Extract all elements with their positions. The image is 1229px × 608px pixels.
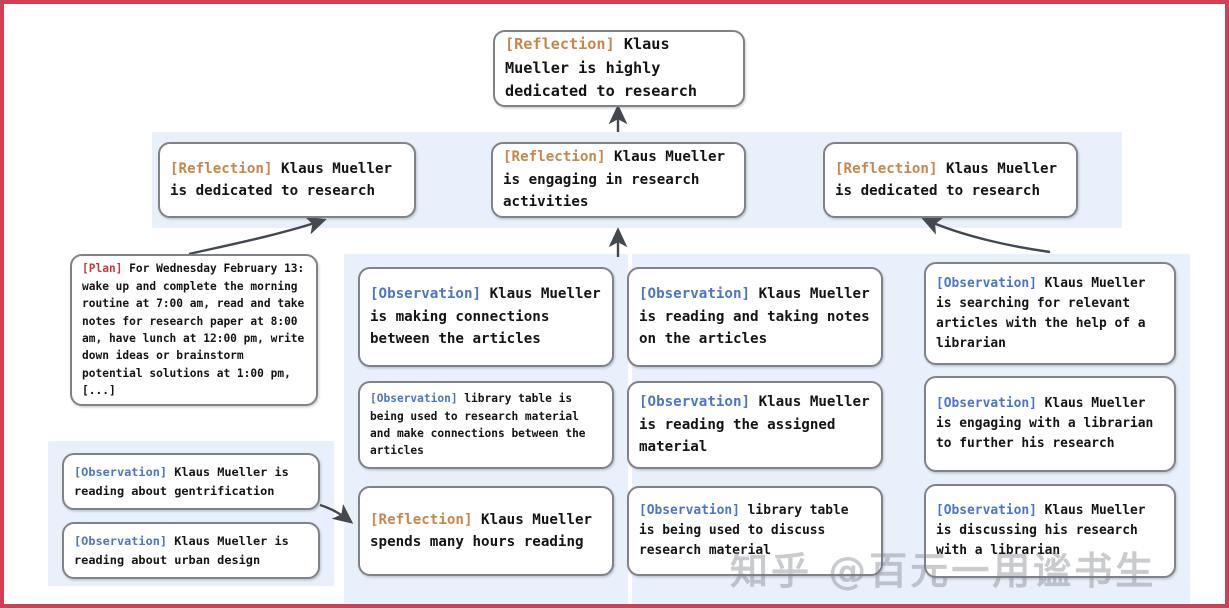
reflection-3-body: Klaus Mueller is dedicated to research xyxy=(835,160,1066,199)
column-two-3-text: [Observation] library table is being use… xyxy=(629,501,881,561)
column-three-1-text: [Observation] Klaus Mueller is searching… xyxy=(926,274,1174,354)
column-two-3-body: library table is being used to discuss r… xyxy=(639,503,857,558)
column-one-node-1[interactable]: [Observation] Klaus Mueller is making co… xyxy=(358,267,614,367)
column-two-2-text: [Observation] Klaus Mueller is reading t… xyxy=(629,391,881,458)
reflection-tag: [Reflection] xyxy=(170,160,273,177)
column-one-1-body: Klaus Mueller is making connections betw… xyxy=(370,286,610,348)
reflection-node-3[interactable]: [Reflection] Klaus Mueller is dedicated … xyxy=(823,142,1078,218)
column-three-3-body: Klaus Mueller is discussing his research… xyxy=(936,503,1154,558)
left-observation-1-body: Klaus Mueller is reading about gentrific… xyxy=(74,465,296,498)
root-reflection-node[interactable]: [Reflection] Klaus Mueller is highly ded… xyxy=(493,30,745,107)
observation-tag: [Observation] xyxy=(936,275,1037,291)
column-two-1-text: [Observation] Klaus Mueller is reading a… xyxy=(629,283,881,350)
observation-tag: [Observation] xyxy=(639,503,740,518)
column-three-node-2[interactable]: [Observation] Klaus Mueller is engaging … xyxy=(924,376,1176,472)
reflection-node-1[interactable]: [Reflection] Klaus Mueller is dedicated … xyxy=(158,142,416,218)
observation-tag: [Observation] xyxy=(370,286,482,303)
column-three-node-1[interactable]: [Observation] Klaus Mueller is searching… xyxy=(924,262,1176,365)
reflection-tag: [Reflection] xyxy=(835,160,938,177)
reflection-node-2[interactable]: [Reflection] Klaus Mueller is engaging i… xyxy=(491,142,746,218)
observation-tag: [Observation] xyxy=(639,286,751,303)
column-three-2-body: Klaus Mueller is engaging with a librari… xyxy=(936,396,1162,451)
left-observation-2-body: Klaus Mueller is reading about urban des… xyxy=(74,534,296,567)
root-reflection-body: Klaus Mueller is highly dedicated to res… xyxy=(505,35,698,101)
plan-body: For Wednesday February 13: wake up and c… xyxy=(82,262,312,398)
column-one-3-text: [Reflection] Klaus Mueller spends many h… xyxy=(360,509,612,554)
reflection-tag: [Reflection] xyxy=(503,149,606,166)
column-two-node-1[interactable]: [Observation] Klaus Mueller is reading a… xyxy=(627,267,883,367)
column-three-1-body: Klaus Mueller is searching for relevant … xyxy=(936,275,1154,351)
reflection-2-body: Klaus Mueller is engaging in research ac… xyxy=(503,149,734,211)
observation-tag: [Observation] xyxy=(74,465,168,480)
reflection-3-text: [Reflection] Klaus Mueller is dedicated … xyxy=(825,158,1076,203)
observation-tag: [Observation] xyxy=(936,503,1037,518)
column-three-2-text: [Observation] Klaus Mueller is engaging … xyxy=(926,394,1174,454)
observation-tag: [Observation] xyxy=(74,534,168,549)
column-two-2-body: Klaus Mueller is reading the assigned ma… xyxy=(639,394,879,456)
observation-tag: [Observation] xyxy=(936,396,1037,411)
root-reflection-text: [Reflection] Klaus Mueller is highly ded… xyxy=(495,33,743,104)
column-one-1-text: [Observation] Klaus Mueller is making co… xyxy=(360,283,612,350)
left-observation-2-text: [Observation] Klaus Mueller is reading a… xyxy=(64,532,318,569)
column-one-node-3[interactable]: [Reflection] Klaus Mueller spends many h… xyxy=(358,486,614,576)
observation-tag: [Observation] xyxy=(639,394,751,411)
column-one-node-2[interactable]: [Observation] library table is being use… xyxy=(358,381,614,469)
column-one-2-text: [Observation] library table is being use… xyxy=(360,390,612,460)
column-three-3-text: [Observation] Klaus Mueller is discussin… xyxy=(926,501,1174,561)
reflection-tag: [Reflection] xyxy=(505,35,615,54)
plan-node[interactable]: [Plan] For Wednesday February 13: wake u… xyxy=(70,254,318,406)
column-one-3-body: Klaus Mueller spends many hours reading xyxy=(370,511,601,550)
column-two-1-body: Klaus Mueller is reading and taking note… xyxy=(639,286,879,348)
plan-tag: [Plan] xyxy=(82,262,123,276)
plan-text: [Plan] For Wednesday February 13: wake u… xyxy=(72,260,316,399)
left-observation-node-2[interactable]: [Observation] Klaus Mueller is reading a… xyxy=(62,522,320,579)
observation-tag: [Observation] xyxy=(370,392,458,406)
column-one-2-body: library table is being used to research … xyxy=(370,392,593,458)
reflection-1-body: Klaus Mueller is dedicated to research xyxy=(170,160,401,199)
column-two-node-2[interactable]: [Observation] Klaus Mueller is reading t… xyxy=(627,381,883,469)
column-three-node-3[interactable]: [Observation] Klaus Mueller is discussin… xyxy=(924,484,1176,578)
left-observation-node-1[interactable]: [Observation] Klaus Mueller is reading a… xyxy=(62,453,320,510)
reflection-1-text: [Reflection] Klaus Mueller is dedicated … xyxy=(160,158,414,203)
column-two-node-3[interactable]: [Observation] library table is being use… xyxy=(627,486,883,576)
reflection-tag: [Reflection] xyxy=(370,511,473,528)
reflection-2-text: [Reflection] Klaus Mueller is engaging i… xyxy=(493,146,744,213)
left-observation-1-text: [Observation] Klaus Mueller is reading a… xyxy=(64,463,318,500)
